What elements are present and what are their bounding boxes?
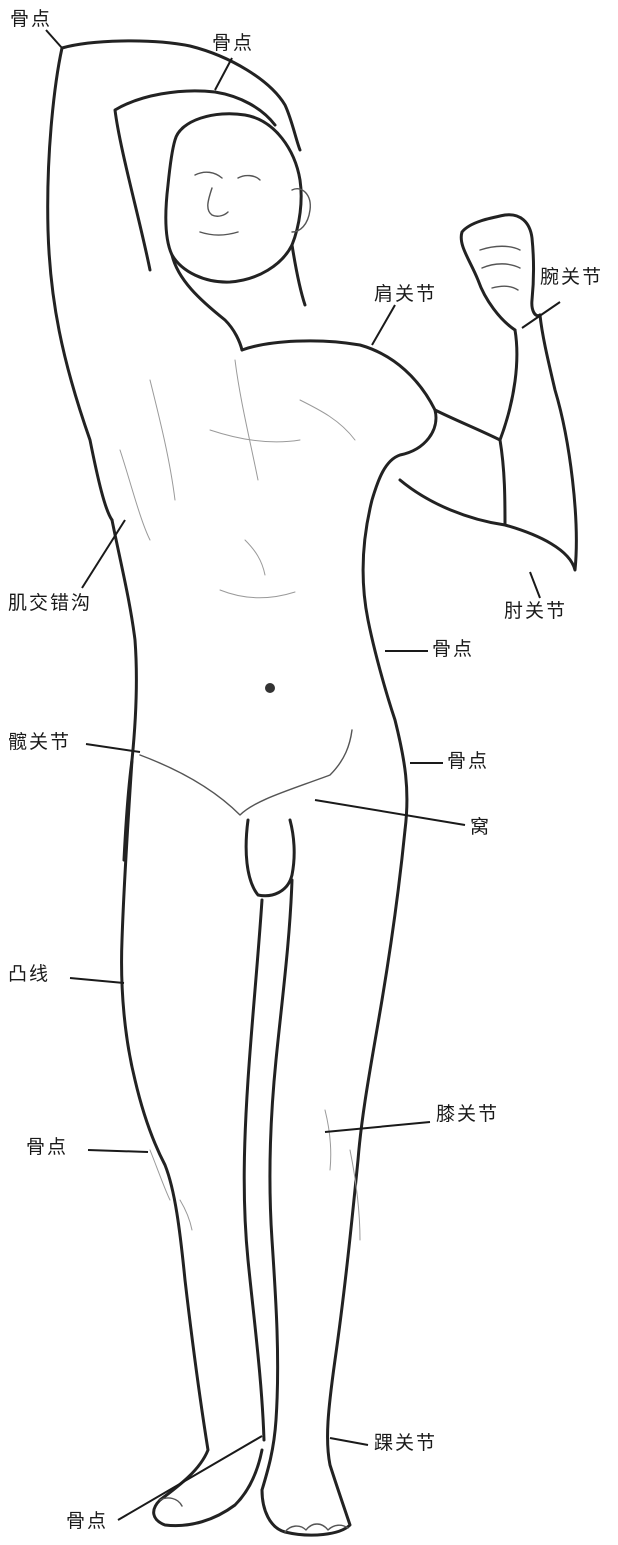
label-bone-point-top-left: 骨点 (10, 10, 52, 29)
label-muscle-groove: 肌交错沟 (8, 594, 92, 613)
torso-right-outline (242, 341, 436, 830)
torso-left-outline (112, 520, 136, 860)
label-ankle-joint: 踝关节 (374, 1434, 437, 1453)
label-fossa: 窝 (470, 818, 491, 837)
label-wrist-joint: 腕关节 (540, 268, 603, 287)
label-bone-point-knee: 骨点 (26, 1138, 68, 1157)
navel (265, 683, 275, 693)
raised-arm-outline (48, 41, 300, 520)
genitals-outline (246, 820, 294, 896)
label-elbow-joint: 肘关节 (504, 602, 567, 621)
label-hip-joint: 髋关节 (8, 733, 71, 752)
label-bone-point-hand: 骨点 (212, 34, 254, 53)
leg-right-inner (262, 880, 292, 1490)
neck-outline (172, 245, 305, 350)
head-outline (166, 114, 301, 282)
face-features (195, 172, 260, 235)
label-bone-point-ankle: 骨点 (66, 1512, 108, 1531)
leg-right-outline (262, 830, 405, 1535)
chest-shading (120, 360, 355, 598)
label-shoulder-joint: 肩关节 (374, 285, 437, 304)
toes (160, 1498, 348, 1532)
leg-left-outline (122, 760, 262, 1526)
leg-left-inner (244, 900, 264, 1440)
label-knee-joint: 膝关节 (436, 1105, 499, 1124)
label-bone-point-waist: 骨点 (432, 640, 474, 659)
leader-lines (46, 30, 560, 1520)
knee-shading (150, 1110, 360, 1240)
pelvis-line (140, 730, 352, 815)
label-bone-point-hip: 骨点 (447, 752, 489, 771)
fist-outline (461, 215, 540, 330)
fist-fingers (480, 246, 520, 290)
label-convex-line: 凸线 (8, 965, 50, 984)
